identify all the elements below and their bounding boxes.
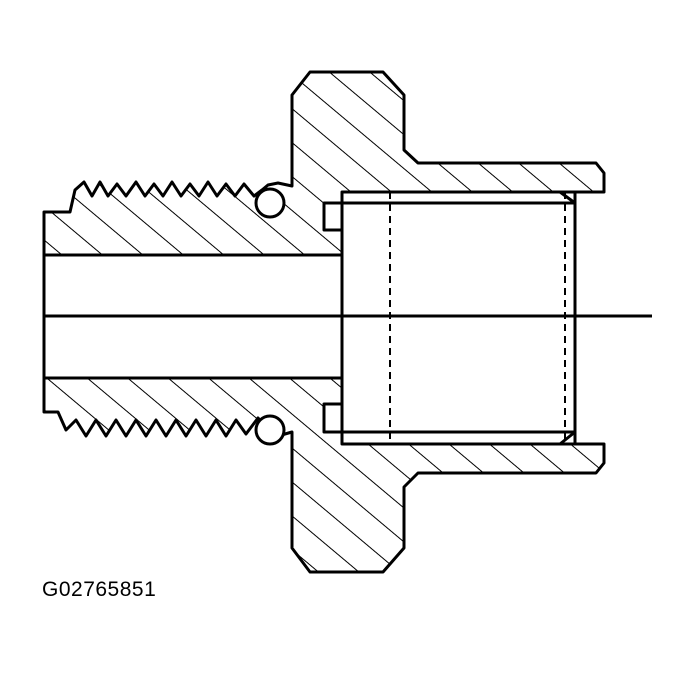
o-ring-upper [254, 187, 286, 219]
o-ring-lower [254, 414, 286, 446]
inserted-tube-outline [389, 191, 575, 444]
hex-flange-upper [42, 70, 606, 257]
hex-flange-lower [42, 376, 606, 574]
figure-id-label: G02765851 [42, 578, 157, 601]
